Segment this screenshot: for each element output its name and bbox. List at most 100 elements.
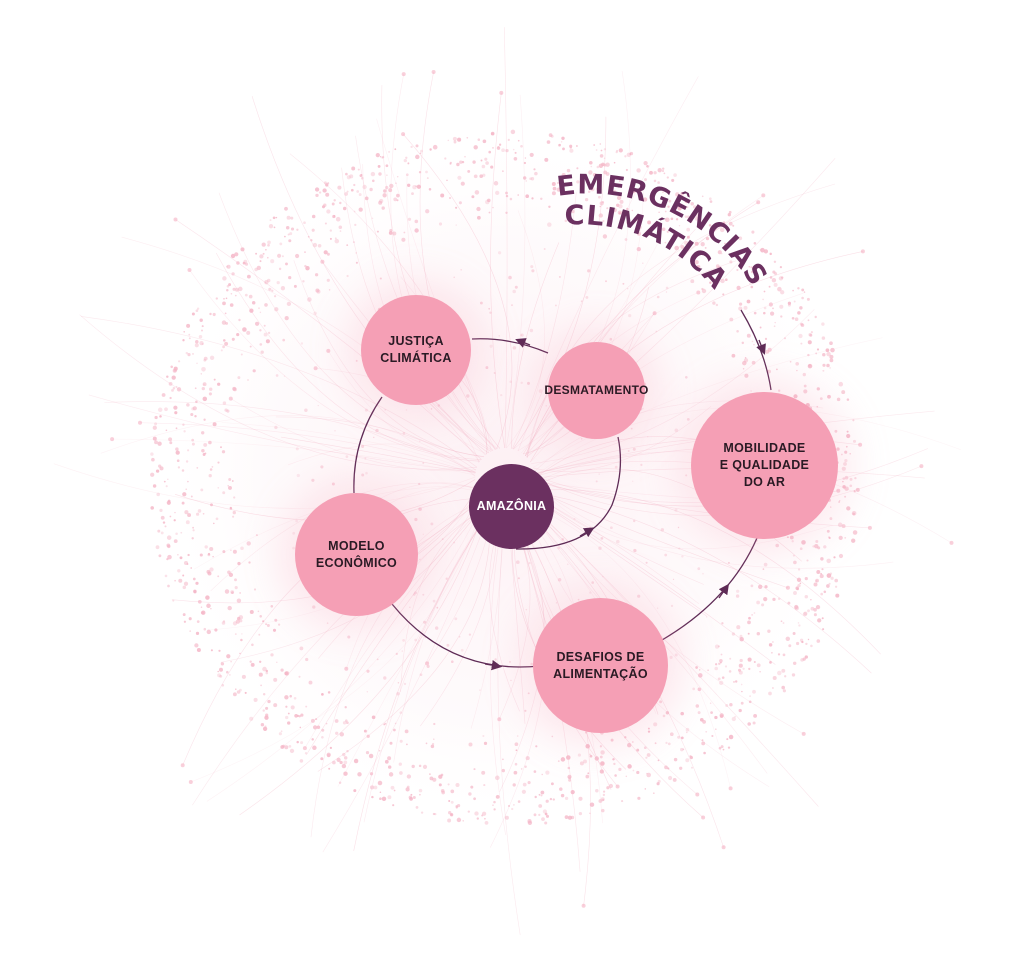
particle-ray — [112, 438, 476, 476]
particle-ray — [534, 481, 870, 529]
particle-dot — [383, 189, 387, 193]
particle-dot — [494, 658, 497, 661]
particle-ray — [100, 415, 476, 477]
node-amazonia[interactable]: AMAZÔNIA — [469, 464, 554, 549]
particle-dot — [201, 329, 203, 332]
particle-dot — [799, 547, 803, 551]
particle-dot — [703, 751, 706, 755]
particle-dot — [385, 164, 389, 168]
particle-dot — [295, 253, 300, 259]
particle-dot — [589, 753, 591, 755]
particle-ray — [531, 491, 872, 674]
particle-dot — [234, 586, 238, 590]
particle-dot — [794, 317, 799, 321]
particle-dot — [649, 170, 653, 175]
particle-dot — [647, 436, 649, 438]
particle-dot — [284, 206, 288, 211]
particle-dot — [721, 676, 725, 679]
particle-dot — [445, 577, 448, 580]
particle-dot — [244, 262, 249, 266]
particle-dot — [355, 359, 358, 362]
particle-dot — [525, 608, 528, 611]
particle-ray — [532, 488, 788, 589]
particle-dot — [346, 175, 351, 180]
particle-dot — [440, 193, 445, 198]
particle-dot — [235, 619, 241, 624]
particle-dot — [265, 249, 267, 251]
node-desafios-alimentacao[interactable]: DESAFIOS DE ALIMENTAÇÃO — [533, 598, 668, 733]
particle-dot — [489, 344, 493, 348]
particle-dot — [770, 311, 775, 316]
particle-dot — [201, 449, 205, 453]
particle-dot — [580, 437, 583, 440]
node-justica-climatica[interactable]: JUSTIÇA CLIMÁTICA — [361, 295, 471, 405]
particle-dot — [169, 515, 172, 518]
particle-dot — [353, 789, 357, 793]
particle-dot — [183, 620, 187, 623]
particle-ray — [534, 482, 833, 550]
node-mobilidade[interactable]: MOBILIDADE E QUALIDADE DO AR — [691, 392, 838, 539]
particle-dot — [428, 188, 432, 191]
particle-dot — [303, 221, 306, 225]
particle-dot — [315, 288, 320, 293]
particle-dot — [278, 267, 282, 271]
particle-dot — [852, 530, 858, 535]
particle-dot — [460, 648, 464, 652]
particle-dot — [807, 353, 810, 357]
particle-dot — [544, 157, 549, 162]
particle-dot — [749, 282, 751, 285]
particle-dot — [797, 568, 801, 571]
particle-dot — [738, 236, 743, 241]
particle-dot — [768, 691, 772, 696]
particle-dot — [386, 174, 388, 176]
particle-dot — [187, 353, 191, 357]
particle-dot — [183, 581, 189, 586]
particle-dot — [178, 360, 181, 363]
particle-dot — [603, 148, 607, 151]
particle-dot — [351, 166, 356, 171]
particle-dot — [808, 333, 812, 337]
particle-dot — [699, 221, 701, 224]
particle-dot — [232, 510, 236, 515]
particle-dot — [209, 567, 214, 572]
particle-dot — [775, 543, 779, 548]
particle-dot — [448, 800, 451, 802]
particle-dot — [844, 450, 848, 454]
particle-dot — [335, 216, 341, 222]
particle-dot — [760, 247, 765, 253]
particle-dot — [662, 191, 664, 194]
particle-dot — [399, 771, 403, 775]
particle-dot — [189, 630, 192, 632]
particle-ray — [353, 505, 494, 851]
particle-dot — [699, 669, 701, 671]
particle-dot — [201, 386, 205, 391]
ray-end-dot — [499, 90, 504, 95]
particle-dot — [355, 252, 358, 254]
particle-dot — [165, 429, 168, 432]
node-desmatamento[interactable]: DESMATAMENTO — [544, 342, 648, 439]
particle-dot — [258, 307, 260, 310]
particle-ray — [328, 350, 481, 461]
particle-dot — [589, 754, 593, 758]
particle-dot — [188, 333, 191, 336]
particle-dot — [842, 480, 844, 483]
particle-dot — [672, 777, 677, 782]
particle-ray — [190, 498, 484, 783]
particle-dot — [234, 294, 237, 297]
particle-dot — [328, 289, 331, 291]
particle-dot — [194, 415, 197, 418]
particle-dot — [560, 757, 566, 762]
particle-dot — [236, 333, 240, 337]
particle-dot — [285, 715, 289, 720]
particle-dot — [353, 758, 359, 764]
particle-dot — [358, 207, 363, 212]
particle-dot — [656, 782, 660, 786]
particle-dot — [388, 188, 393, 193]
particle-dot — [838, 535, 843, 541]
particle-dot — [664, 553, 668, 557]
particle-dot — [798, 333, 803, 339]
particle-dot — [530, 177, 535, 181]
node-modelo-economico[interactable]: MODELO ECONÔMICO — [295, 493, 418, 616]
particle-dot — [834, 578, 838, 583]
